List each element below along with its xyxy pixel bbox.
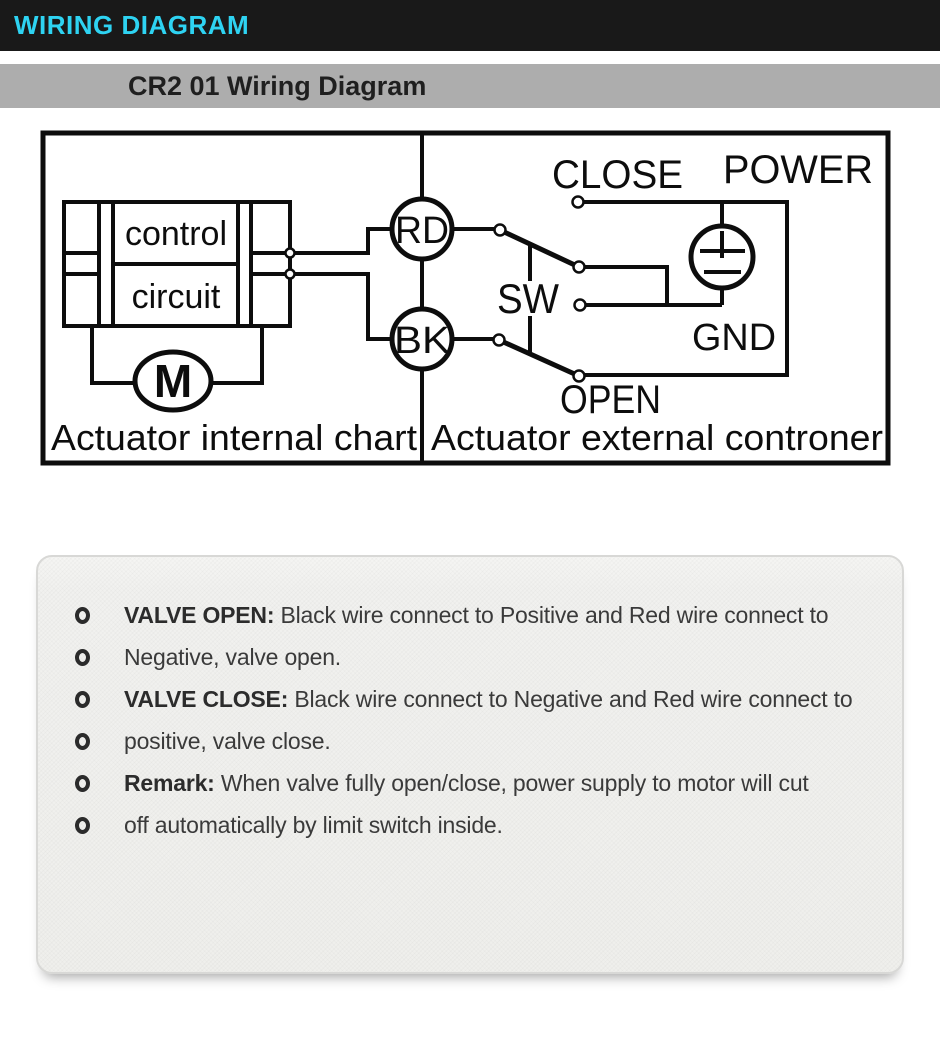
note-row: off automatically by limit switch inside… [38,808,503,842]
subheader-title: CR2 01 Wiring Diagram [128,70,427,101]
diagram-border [40,130,891,466]
note-line-text: positive, valve close. [124,727,331,754]
right-panel-caption: Actuator external controner [431,417,883,458]
close-label: CLOSE [552,153,683,197]
motor-wires [90,326,264,385]
page-title: WIRING DIAGRAM [14,10,250,40]
control-block-stubs [64,251,290,276]
header-bar: WIRING DIAGRAM [0,0,940,51]
bk-pivot-terminal [492,333,506,347]
note-line: VALVE OPEN: Black wire connect to Positi… [124,601,829,629]
bullet-ring-icon [75,816,90,834]
diagram-frame [40,130,891,466]
note-line-text: Black wire connect to Negative and Red w… [288,685,853,712]
block-to-wire-nodes [290,227,392,341]
note-row: Negative, valve open. [38,640,341,674]
notes-panel: VALVE OPEN: Black wire connect to Positi… [36,555,904,974]
bullet-ring-icon [75,732,90,750]
note-row: Remark: When valve fully open/close, pow… [38,766,809,800]
motor-label: M [154,355,192,407]
note-row: VALVE CLOSE: Black wire connect to Negat… [38,682,853,716]
bullet-ring-icon [75,774,90,792]
note-line-text: off automatically by limit switch inside… [124,811,503,838]
control-block-outline [62,200,292,328]
note-line: positive, valve close. [124,728,331,755]
motor-circle [132,349,214,413]
note-line-label: VALVE CLOSE: [124,685,289,712]
note-row: positive, valve close. [38,724,331,758]
terminal-dots [284,195,587,383]
switch-common-wires [585,265,722,307]
note-line-text: Negative, valve open. [124,643,341,670]
block-terminal-bottom [284,268,296,280]
note-line-text: Black wire connect to Positive and Red w… [274,601,829,628]
note-line: Negative, valve open. [124,644,341,671]
switch [497,227,581,379]
bullet-ring-icon [75,690,90,708]
switch-blades [497,227,581,379]
close-open-rail [584,200,789,377]
plus-minus-symbol [700,231,745,274]
subheader-bar: CR2 01 Wiring Diagram [0,64,940,108]
left-panel-caption: Actuator internal chart [51,417,417,458]
block-terminal-top [284,247,296,259]
red-wire-label: RD [395,210,449,252]
mid-upper-terminal [572,260,586,274]
note-line: VALVE CLOSE: Black wire connect to Negat… [124,685,853,713]
mid-lower-terminal [573,298,587,312]
close-terminal [571,195,585,209]
gnd-label: GND [692,317,776,359]
motor [90,326,264,413]
note-row: VALVE OPEN: Black wire connect to Positi… [38,598,829,632]
control-circuit-block [62,200,292,328]
note-line: Remark: When valve fully open/close, pow… [124,770,809,797]
open-terminal [572,369,586,383]
note-line-label: VALVE OPEN: [124,601,275,628]
note-line: off automatically by limit switch inside… [124,812,503,839]
wiring-diagram: control circuit M RD BK CLOSE POWER SW G… [40,130,891,466]
black-wire-label: BK [394,320,450,362]
note-line-label: Remark: [124,769,215,796]
control-label: control [125,215,227,253]
wire-node-leads [452,227,495,341]
circuit-label: circuit [132,278,221,316]
red-wire-node [389,196,455,262]
rd-pivot-terminal [493,223,507,237]
power-label: POWER [723,148,873,192]
bullet-ring-icon [75,648,90,666]
black-wire-node [389,306,455,372]
note-line-text: When valve fully open/close, power suppl… [214,769,809,796]
bullet-ring-icon [75,606,90,624]
open-label: OPEN [560,378,661,422]
switch-label: SW [497,275,559,322]
